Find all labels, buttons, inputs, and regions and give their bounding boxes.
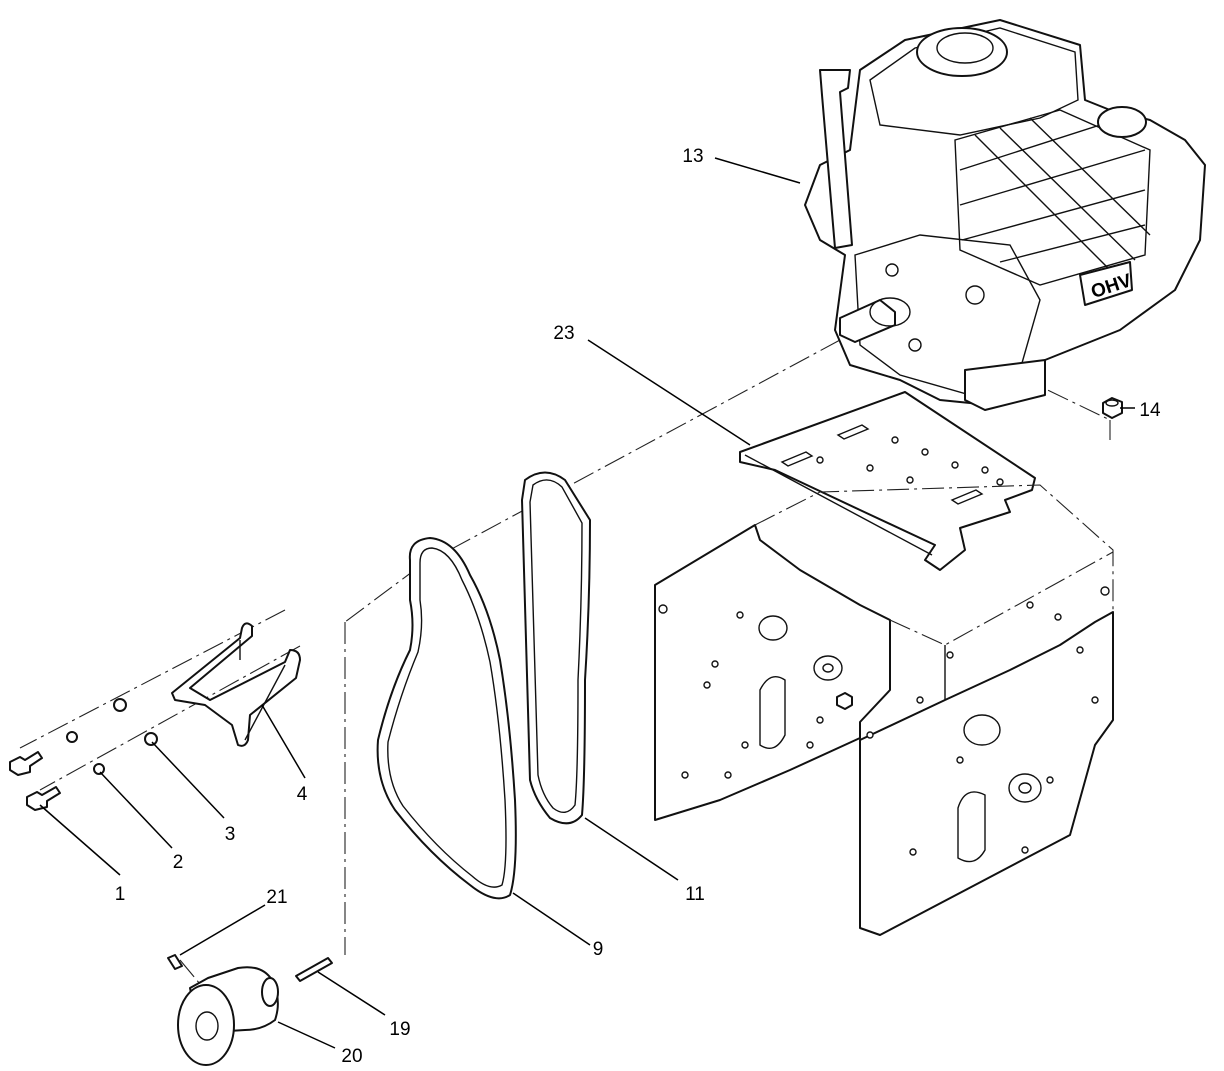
callout-20: 20 bbox=[341, 1046, 362, 1067]
callout-labels: 1 2 3 4 9 11 13 14 19 20 21 23 bbox=[115, 146, 1161, 1067]
drive-pulley bbox=[177, 966, 279, 1066]
leader-lines bbox=[39, 157, 1135, 1049]
drive-belt-small bbox=[521, 471, 591, 825]
frame-housing bbox=[654, 484, 1114, 936]
callout-11: 11 bbox=[685, 884, 705, 905]
callout-14: 14 bbox=[1139, 400, 1161, 421]
mount-plate-holes bbox=[780, 424, 1004, 505]
callout-4: 4 bbox=[297, 784, 308, 805]
frame-left-holes bbox=[658, 604, 874, 779]
hardware-lower bbox=[26, 732, 158, 811]
callout-1: 1 bbox=[115, 884, 126, 905]
engine: OHV bbox=[804, 19, 1206, 411]
frame-right-holes bbox=[909, 586, 1110, 856]
hardware-upper bbox=[9, 698, 127, 776]
pulley-key bbox=[295, 957, 333, 982]
roll-pin bbox=[167, 954, 183, 970]
flange-nut bbox=[1102, 397, 1123, 419]
callout-19: 19 bbox=[389, 1019, 410, 1040]
callout-21: 21 bbox=[266, 887, 287, 908]
callout-23: 23 bbox=[553, 323, 574, 344]
belt-guide-bracket bbox=[171, 622, 301, 747]
callout-2: 2 bbox=[173, 852, 184, 873]
callout-13: 13 bbox=[682, 146, 703, 167]
callout-9: 9 bbox=[593, 939, 604, 960]
engine-mount-plate bbox=[739, 391, 1036, 571]
drive-belt-large bbox=[376, 537, 517, 900]
callout-3: 3 bbox=[225, 824, 236, 845]
